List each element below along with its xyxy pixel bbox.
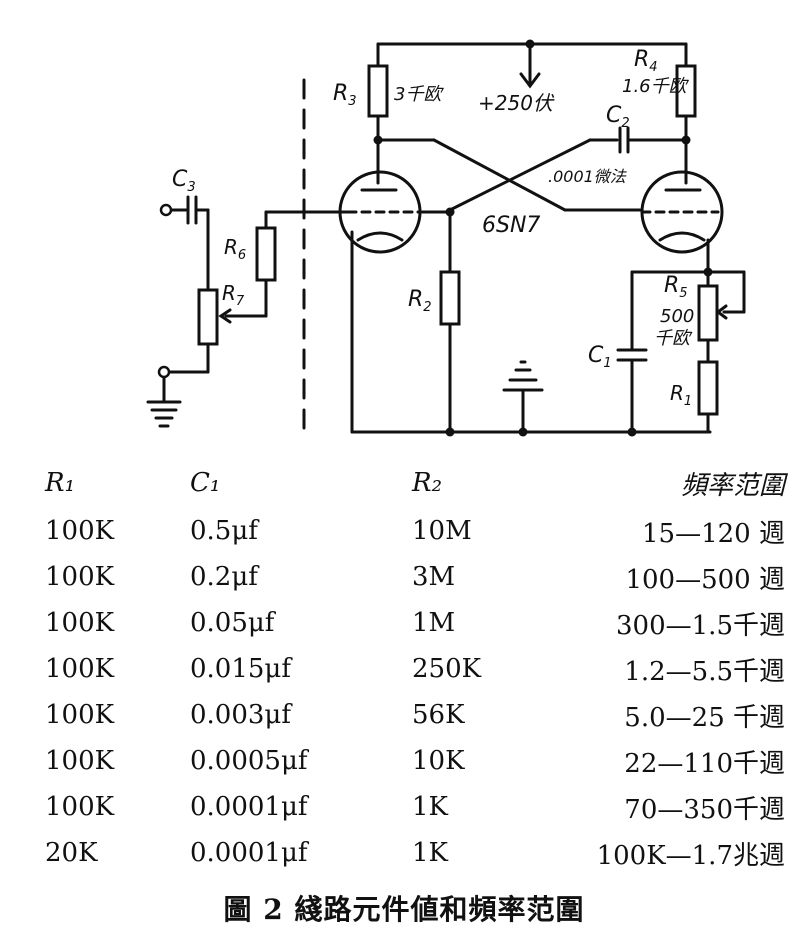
tube-label: 6SN7 [482,213,540,238]
supply-voltage: +250伏 [478,91,555,115]
potentiometer-r5 [697,284,719,342]
svg-text:500: 500 [660,306,694,327]
header-c1: C₁ [190,468,221,498]
resistor-r3 [367,64,389,118]
header-frequency-range: 頻率范圍 [680,470,785,501]
resistor-r2 [439,270,461,326]
table-header: R₁ C₁ R₂ 頻率范圍 [40,458,785,508]
header-r1: R₁ [45,468,75,498]
r3-value: 3千欧 [394,84,444,105]
c2-value: .0001微法 [548,167,628,186]
svg-text:R7: R7 [222,281,245,309]
svg-text:R6: R6 [224,235,246,263]
resistor-r6 [255,226,277,282]
svg-text:千欧: 千欧 [654,328,693,349]
svg-text:C1: C1 [588,343,612,371]
svg-text:C2: C2 [606,103,630,131]
resistor-r1 [697,360,719,416]
svg-text:R5: R5 [664,273,688,301]
header-r2: R₂ [412,468,442,498]
svg-text:R1: R1 [670,381,692,409]
svg-text:R4: R4 [634,47,658,75]
tube-right [640,170,724,254]
r4-value: 1.6千欧 [622,76,690,97]
input-terminal [159,203,173,217]
figure-caption: 圖 2 綫路元件値和頻率范圍 [223,893,585,926]
potentiometer-r7 [197,288,219,346]
ground-terminal [157,365,171,379]
svg-text:R3: R3 [333,81,357,109]
svg-text:R2: R2 [408,287,432,315]
svg-text:C3: C3 [172,167,196,195]
circuit-schematic: R3 3千欧 +250伏 R4 1.6千欧 C2 .0001微法 6SN7 C3… [146,39,746,437]
